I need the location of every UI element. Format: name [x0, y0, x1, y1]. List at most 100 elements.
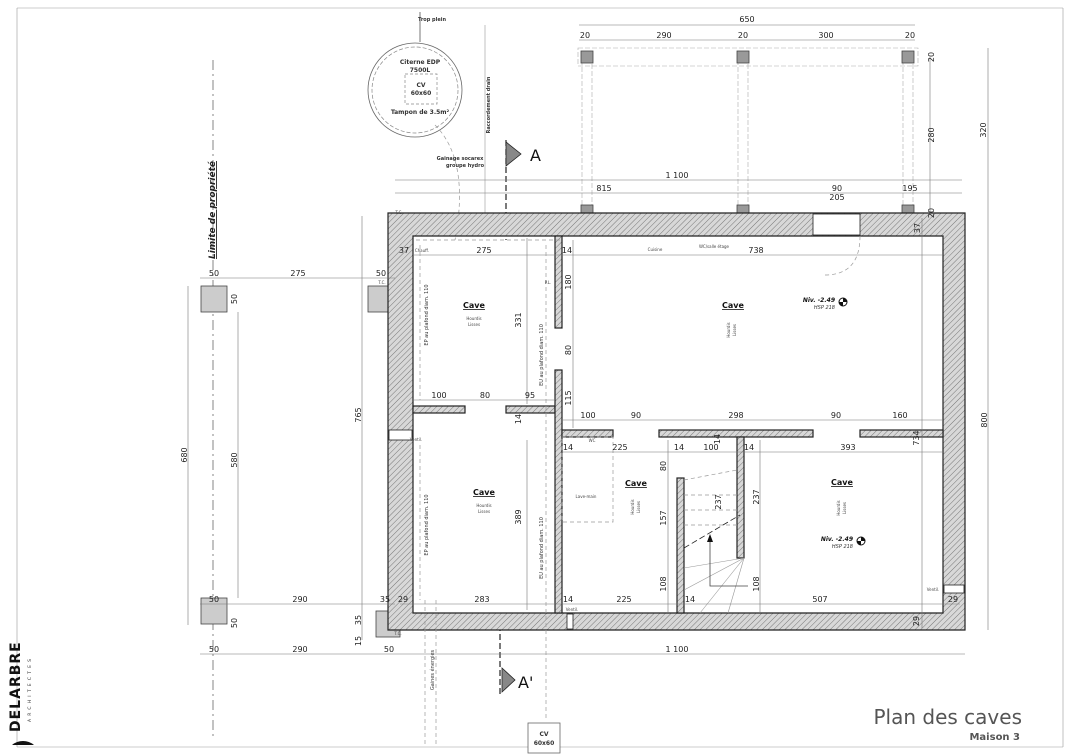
- label-dims-4: 300: [818, 31, 833, 40]
- label-dims-60: 237: [714, 494, 723, 509]
- room-cave-3: Cave Hourdis Lisses: [473, 488, 495, 514]
- pier: [580, 50, 594, 64]
- label-dims-72: 29: [912, 616, 921, 626]
- label-levels-0-niv: Niv. -2.49: [803, 297, 835, 304]
- label-dims-41: 95: [525, 391, 535, 400]
- ventil-label: Ventil.: [410, 437, 422, 442]
- label-dims-9: 1 100: [666, 171, 689, 180]
- label-dims-32: 275: [476, 246, 491, 255]
- dimension-lines: [187, 24, 989, 655]
- label-dims-1: 20: [580, 31, 590, 40]
- property-limit-label: Limite de propriété: [207, 161, 218, 259]
- tank-capacity: 7500L: [410, 67, 431, 74]
- walls: [387, 212, 966, 631]
- ventil-label: Ventil.: [566, 607, 578, 612]
- gainage-label-1: Gainage socarex: [437, 156, 484, 162]
- label-dims-3: 20: [738, 31, 748, 40]
- label-rooms-1-name: Cave: [722, 301, 744, 310]
- gaines-label: Gaines énergies: [429, 649, 436, 690]
- label-dims-20: 580: [230, 452, 239, 467]
- label-dims-52: 14: [674, 443, 684, 452]
- fixture-labels: Chauff. P.L. Cuisine WC/salle étage Vent…: [377, 210, 939, 636]
- tc-label: T.C.: [394, 210, 402, 215]
- label-dims-23: 290: [292, 595, 307, 604]
- label-dims-53: 100: [703, 443, 718, 452]
- wc-label: WC: [589, 438, 596, 443]
- gainage-label-2: groupe hydro: [446, 163, 485, 169]
- pergola: [577, 47, 919, 216]
- label-dims-28: 50: [209, 645, 219, 654]
- label-dims-26: 35: [354, 615, 363, 625]
- label-rooms-4-floor2: Lisses: [842, 502, 847, 514]
- label-rooms-0-floor1: Hourdis: [466, 316, 481, 321]
- vent-opening: [943, 584, 965, 594]
- label-dims-49: 800: [980, 412, 989, 427]
- label-dims-21: 765: [354, 407, 363, 422]
- label-dims-35: 180: [564, 274, 573, 289]
- label-dims-64: 389: [514, 509, 523, 524]
- tank-cv-size: 60x60: [411, 90, 432, 97]
- label-dims-65: 29: [398, 595, 408, 604]
- label-dims-59: 157: [659, 510, 668, 525]
- label-dims-10: 815: [596, 184, 611, 193]
- label-rooms-0-floor2: Lisses: [468, 322, 480, 327]
- label-dims-11: 90: [832, 184, 842, 193]
- label-dims-15: 50: [209, 269, 219, 278]
- label-rooms-3-floor2: Lisses: [636, 501, 641, 513]
- label-rooms-2-floor2: Lisses: [478, 509, 490, 514]
- vent-opening: [388, 429, 413, 441]
- label-dims-27: 15: [354, 636, 363, 646]
- pipe-label: EP au plafond diam. 110: [424, 494, 430, 555]
- label-rooms-3-name: Cave: [625, 479, 647, 488]
- label-dims-19: 680: [180, 447, 189, 462]
- label-dims-13: 195: [902, 184, 917, 193]
- label-dims-44: 90: [631, 411, 641, 420]
- label-dims-47: 160: [892, 411, 907, 420]
- label-dims-0: 650: [739, 15, 754, 24]
- pipe-lines: EP au plafond diam. 110 EU au plafond di…: [415, 239, 560, 745]
- chauff-label: Chauff.: [415, 248, 429, 253]
- label-dims-61: 237: [752, 489, 761, 504]
- label-levels-0-hsp: HSP 218: [814, 305, 835, 311]
- label-rooms-1-floor1: Hourdis: [726, 322, 731, 337]
- label-dims-71: 29: [948, 595, 958, 604]
- label-dims-42: 14: [514, 414, 523, 424]
- section-a-label: A: [530, 146, 541, 165]
- cuisine-label: Cuisine: [648, 247, 663, 252]
- label-dims-14: 20: [927, 208, 936, 218]
- logo-tagline: ARCHITECTES: [27, 656, 33, 722]
- label-dims-62: 108: [659, 576, 668, 591]
- pipe-label: EU au plafond diam. 110: [539, 517, 545, 579]
- logo-name: DELARBRE: [8, 641, 24, 732]
- pier: [901, 50, 915, 64]
- label-dims-5: 20: [905, 31, 915, 40]
- label-dims-46: 90: [831, 411, 841, 420]
- drawing-subtitle: Maison 3: [969, 732, 1020, 743]
- level-marker-2: Niv. -2.49 HSP 218: [821, 536, 866, 550]
- vent-opening: [566, 613, 574, 630]
- label-dims-40: 80: [480, 391, 490, 400]
- label-dims-51: 225: [612, 443, 627, 452]
- label-dims-22: 50: [209, 595, 219, 604]
- label-dims-39: 100: [431, 391, 446, 400]
- label-dims-45: 298: [728, 411, 743, 420]
- label-dims-58: 80: [659, 461, 668, 471]
- tc-label: T.C.: [393, 631, 401, 636]
- label-dims-70: 507: [812, 595, 827, 604]
- door-swing: [824, 235, 861, 276]
- label-dims-68: 225: [616, 595, 631, 604]
- label-dims-7: 320: [979, 122, 988, 137]
- rainwater-tank: Trop plein Citerne EDP 7500L CV 60x60 Ta…: [367, 12, 463, 138]
- dimension-labels: 650 20 290 20 300 20 280 320 20 1 100 81…: [180, 15, 989, 654]
- room-cave-4: Cave Hourdis Lisses: [625, 479, 647, 515]
- label-dims-30: 50: [384, 645, 394, 654]
- section-marker-a-prime: A': [499, 625, 533, 695]
- label-dims-67: 14: [563, 595, 573, 604]
- ventil-label: Ventil.: [927, 587, 939, 592]
- label-dims-36: 331: [514, 312, 523, 327]
- label-rooms-2-name: Cave: [473, 488, 495, 497]
- tc-label: T.C.: [377, 280, 385, 285]
- lave-main-zone: [561, 436, 614, 523]
- label-levels-1-niv: Niv. -2.49: [821, 536, 853, 543]
